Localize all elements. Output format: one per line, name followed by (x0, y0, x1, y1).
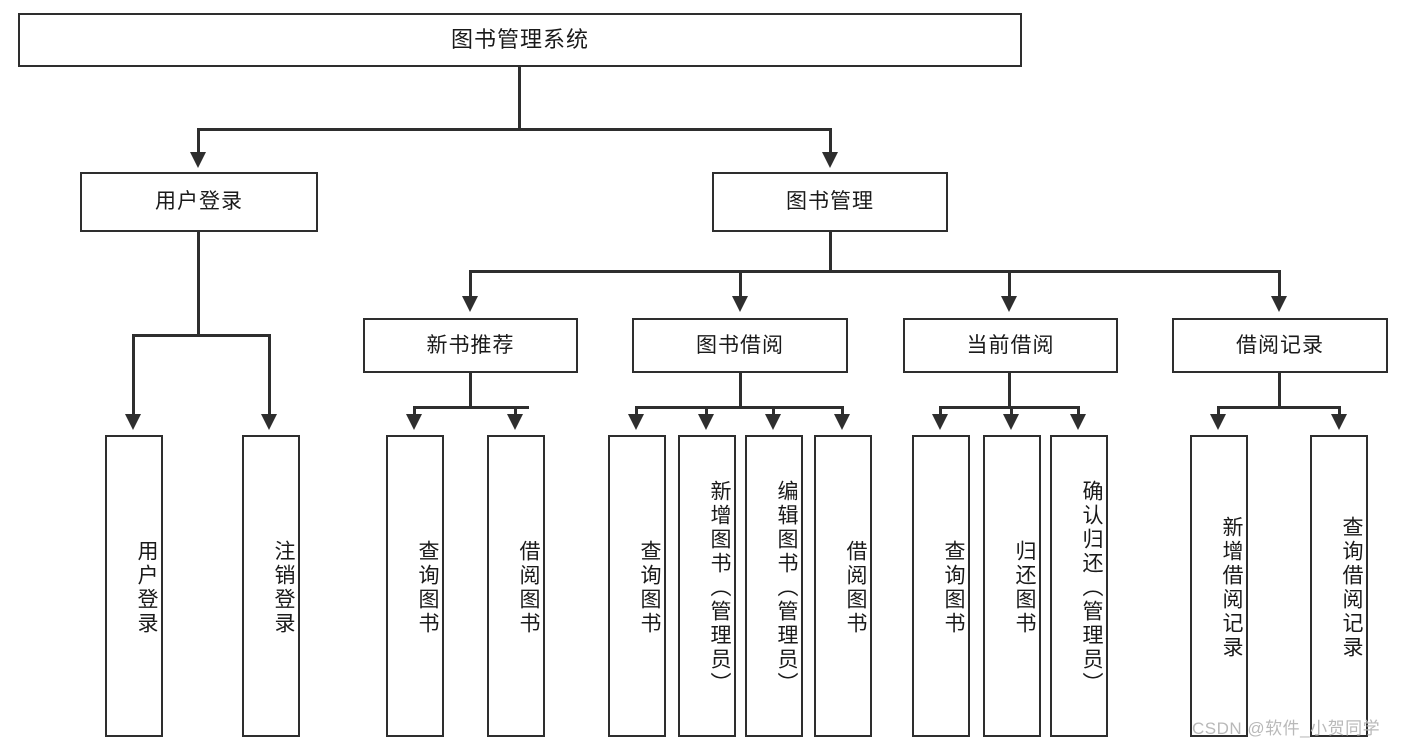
node-leaf-add-book-admin[interactable]: 新增图书（管理员） (678, 435, 736, 737)
node-label: 查询图书 (638, 540, 661, 636)
edge-user-login-bus (132, 334, 270, 337)
edge-user-login-drop-2 (268, 334, 271, 417)
edge-level2-drop-book-management (829, 128, 832, 156)
edge-book-borrow-drop-2 (705, 406, 708, 417)
node-label: 用户登录 (135, 540, 158, 636)
edge-borrow-records-stem (1278, 373, 1281, 409)
arrowhead-user-login (190, 152, 206, 168)
edge-root-stem (518, 67, 521, 130)
edge-level2-drop-user-login (197, 128, 200, 156)
node-label: 用户登录 (155, 190, 243, 214)
edge-borrow-records-drop-1 (1217, 406, 1220, 417)
node-label: 新书推荐 (426, 333, 515, 357)
node-leaf-borrow-book-new[interactable]: 借阅图书 (487, 435, 545, 737)
edge-level3-drop-records (1278, 270, 1281, 299)
node-label: 查询图书 (942, 540, 965, 636)
edge-new-book-bus (413, 406, 529, 409)
edge-borrow-records-drop-2 (1338, 406, 1341, 417)
edge-current-borrow-drop-1 (939, 406, 942, 417)
arrowhead-leaf-user-login (125, 414, 141, 430)
edge-user-login-drop-1 (132, 334, 135, 417)
arrowhead-new-book-recommend (462, 296, 478, 312)
arrowhead-leaf-borrow-book-2 (834, 414, 850, 430)
node-new-book-recommend[interactable]: 新书推荐 (363, 318, 578, 373)
node-current-borrow[interactable]: 当前借阅 (903, 318, 1118, 373)
arrowhead-leaf-query-book-1 (406, 414, 422, 430)
edge-level2-bus (197, 128, 831, 131)
node-leaf-user-login[interactable]: 用户登录 (105, 435, 163, 737)
edge-book-management-stem (829, 232, 832, 272)
node-label: 新增借阅记录 (1220, 516, 1243, 660)
node-label: 当前借阅 (966, 333, 1055, 357)
node-label: 注销登录 (272, 540, 295, 636)
arrowhead-leaf-logout (261, 414, 277, 430)
edge-level3-drop-borrow (739, 270, 742, 299)
node-label: 图书管理系统 (450, 26, 589, 52)
edge-book-borrow-drop-3 (772, 406, 775, 417)
edge-new-book-drop-2 (514, 406, 517, 417)
node-label: 编辑图书（管理员） (775, 480, 798, 696)
edge-current-borrow-drop-2 (1010, 406, 1013, 417)
arrowhead-leaf-query-record (1331, 414, 1347, 430)
arrowhead-leaf-query-book-3 (932, 414, 948, 430)
edge-new-book-stem (469, 373, 472, 409)
csdn-watermark: CSDN @软件_小贺同学 (1192, 719, 1381, 738)
node-leaf-borrow-book[interactable]: 借阅图书 (814, 435, 872, 737)
edge-level3-bus (469, 270, 1281, 273)
edge-book-borrow-stem (739, 373, 742, 409)
arrowhead-leaf-add-record (1210, 414, 1226, 430)
arrowhead-leaf-query-book-2 (628, 414, 644, 430)
node-label: 图书借阅 (696, 333, 784, 357)
node-label: 借阅图书 (517, 540, 540, 636)
edge-current-borrow-drop-3 (1077, 406, 1080, 417)
node-leaf-query-book-borrow[interactable]: 查询图书 (608, 435, 666, 737)
edge-user-login-stem (197, 232, 200, 337)
node-leaf-query-book-new[interactable]: 查询图书 (386, 435, 444, 737)
node-label: 归还图书 (1013, 540, 1036, 636)
node-leaf-query-book-current[interactable]: 查询图书 (912, 435, 970, 737)
arrowhead-leaf-confirm-return (1070, 414, 1086, 430)
node-leaf-edit-book-admin[interactable]: 编辑图书（管理员） (745, 435, 803, 737)
node-leaf-logout[interactable]: 注销登录 (242, 435, 300, 737)
arrowhead-leaf-edit-book (765, 414, 781, 430)
node-label: 查询图书 (416, 540, 439, 636)
node-leaf-query-borrow-record[interactable]: 查询借阅记录 (1310, 435, 1368, 737)
edge-borrow-records-bus (1217, 406, 1341, 409)
arrowhead-current-borrow (1001, 296, 1017, 312)
arrowhead-leaf-borrow-book-1 (507, 414, 523, 430)
arrowhead-borrow-records (1271, 296, 1287, 312)
node-leaf-return-book[interactable]: 归还图书 (983, 435, 1041, 737)
edge-book-borrow-drop-1 (635, 406, 638, 417)
edge-current-borrow-bus (939, 406, 1079, 409)
node-leaf-confirm-return-admin[interactable]: 确认归还（管理员） (1050, 435, 1108, 737)
arrowhead-leaf-return-book (1003, 414, 1019, 430)
edge-level3-drop-new-books (469, 270, 472, 299)
node-borrow-records[interactable]: 借阅记录 (1172, 318, 1388, 373)
arrowhead-book-borrow (732, 296, 748, 312)
node-root-library-management-system[interactable]: 图书管理系统 (18, 13, 1022, 67)
node-label: 确认归还（管理员） (1080, 480, 1103, 696)
edge-new-book-drop-1 (413, 406, 416, 417)
node-label: 查询借阅记录 (1340, 516, 1363, 660)
node-leaf-add-borrow-record[interactable]: 新增借阅记录 (1190, 435, 1248, 737)
node-label: 借阅记录 (1236, 333, 1324, 357)
node-label: 借阅图书 (844, 540, 867, 636)
edge-book-borrow-bus (635, 406, 843, 409)
node-book-borrow[interactable]: 图书借阅 (632, 318, 848, 373)
node-book-management[interactable]: 图书管理 (712, 172, 948, 232)
node-user-login[interactable]: 用户登录 (80, 172, 318, 232)
node-label: 新增图书（管理员） (708, 480, 731, 696)
edge-current-borrow-stem (1008, 373, 1011, 409)
node-label: 图书管理 (786, 190, 874, 214)
edge-level3-drop-current (1008, 270, 1011, 299)
arrowhead-leaf-add-book (698, 414, 714, 430)
arrowhead-book-management (822, 152, 838, 168)
edge-book-borrow-drop-4 (841, 406, 844, 417)
